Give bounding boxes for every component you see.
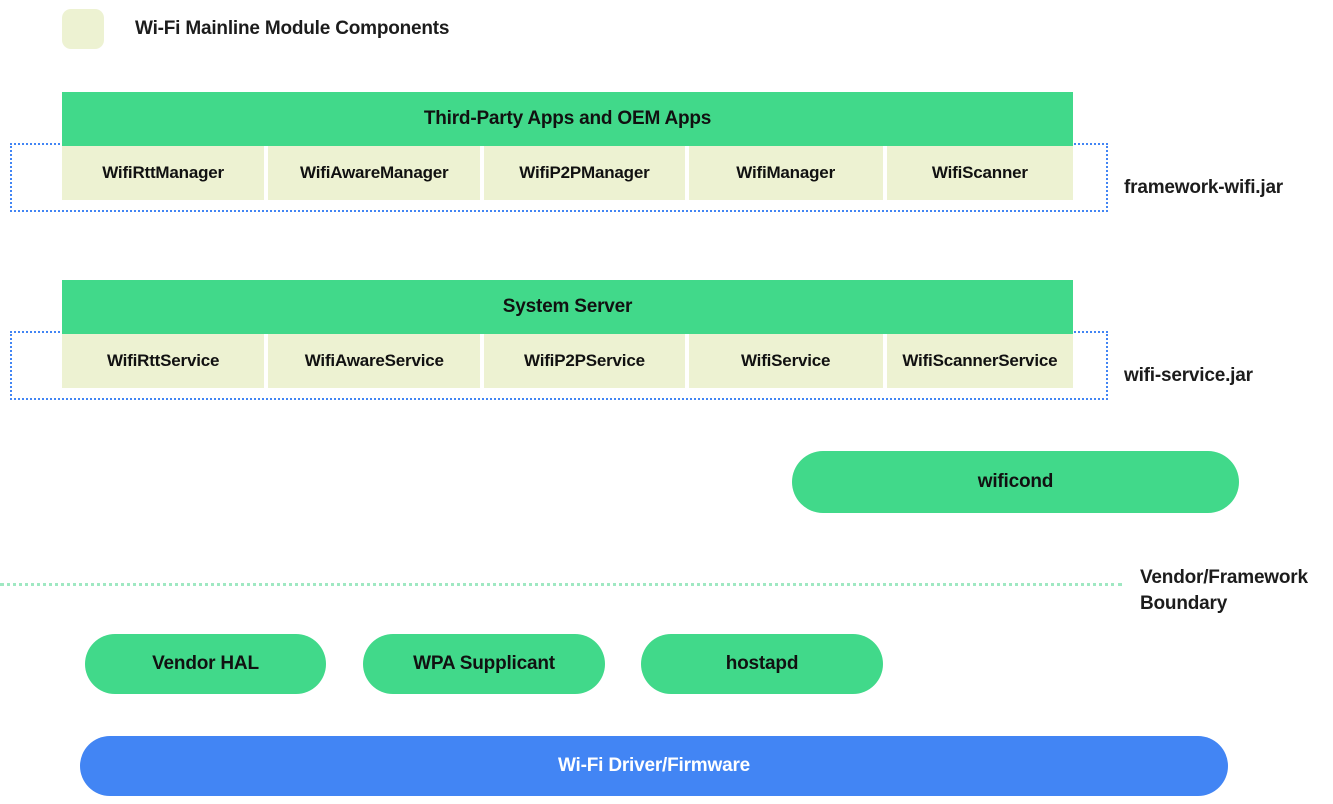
cell-label: WifiScannerService	[902, 351, 1058, 370]
wifi-driver-firmware-pill[interactable]: Wi-Fi Driver/Firmware	[80, 736, 1228, 796]
boundary-label-line2: Boundary	[1140, 593, 1228, 614]
cell-label: WifiP2PService	[524, 351, 645, 370]
cell-wifip2pmanager[interactable]: WifiP2PManager	[484, 146, 685, 200]
third-party-apps-bar: Third-Party Apps and OEM Apps	[62, 92, 1073, 146]
boundary-label-line1: Vendor/Framework	[1140, 567, 1308, 588]
cell-label: WifiRttManager	[102, 163, 224, 182]
legend-label: Wi-Fi Mainline Module Components	[135, 18, 450, 39]
wifi-service-cell-row: WifiRttService WifiAwareService WifiP2PS…	[62, 334, 1073, 388]
cell-label: WifiService	[740, 351, 831, 370]
legend-swatch-icon	[62, 9, 104, 49]
legend: Wi-Fi Mainline Module Components	[62, 9, 450, 49]
cell-wifirttmanager[interactable]: WifiRttManager	[62, 146, 265, 200]
vendor-framework-boundary-line	[0, 583, 1122, 586]
cell-wifimanager[interactable]: WifiManager	[688, 146, 883, 200]
cell-wifirttservice[interactable]: WifiRttService	[62, 334, 265, 388]
cell-label: WifiP2PManager	[519, 163, 650, 182]
wifi-service-jar-label: wifi-service.jar	[1124, 365, 1253, 386]
vendor-hal-label: Vendor HAL	[152, 653, 259, 674]
third-party-apps-bar-label: Third-Party Apps and OEM Apps	[423, 108, 712, 129]
vendor-hal-pill[interactable]: Vendor HAL	[85, 634, 326, 694]
vendor-framework-boundary-label: Vendor/Framework Boundary	[1140, 565, 1330, 617]
framework-wifi-cell-row: WifiRttManager WifiAwareManager WifiP2PM…	[62, 146, 1073, 200]
cell-wifiawareservice[interactable]: WifiAwareService	[268, 334, 481, 388]
cell-label: WifiManager	[736, 163, 835, 182]
wpa-supplicant-pill[interactable]: WPA Supplicant	[363, 634, 605, 694]
system-server-bar: System Server	[62, 280, 1073, 334]
wifi-driver-firmware-label: Wi-Fi Driver/Firmware	[557, 755, 751, 776]
cell-wifiscanner[interactable]: WifiScanner	[886, 146, 1073, 200]
wificond-pill[interactable]: wificond	[792, 451, 1239, 513]
cell-label: WifiAwareManager	[300, 163, 449, 182]
wpa-supplicant-label: WPA Supplicant	[413, 653, 555, 674]
hostapd-label: hostapd	[725, 653, 799, 674]
hostapd-pill[interactable]: hostapd	[641, 634, 883, 694]
cell-label: WifiScanner	[931, 163, 1028, 182]
system-server-bar-label: System Server	[502, 296, 633, 317]
wificond-label: wificond	[977, 471, 1054, 492]
cell-label: WifiRttService	[106, 351, 220, 370]
cell-wifiservice[interactable]: WifiService	[688, 334, 883, 388]
cell-wifiawaremanager[interactable]: WifiAwareManager	[268, 146, 481, 200]
cell-label: WifiAwareService	[304, 351, 444, 370]
cell-wifiscannerservice[interactable]: WifiScannerService	[886, 334, 1073, 388]
cell-wifip2pservice[interactable]: WifiP2PService	[484, 334, 685, 388]
framework-wifi-jar-label: framework-wifi.jar	[1124, 177, 1284, 198]
